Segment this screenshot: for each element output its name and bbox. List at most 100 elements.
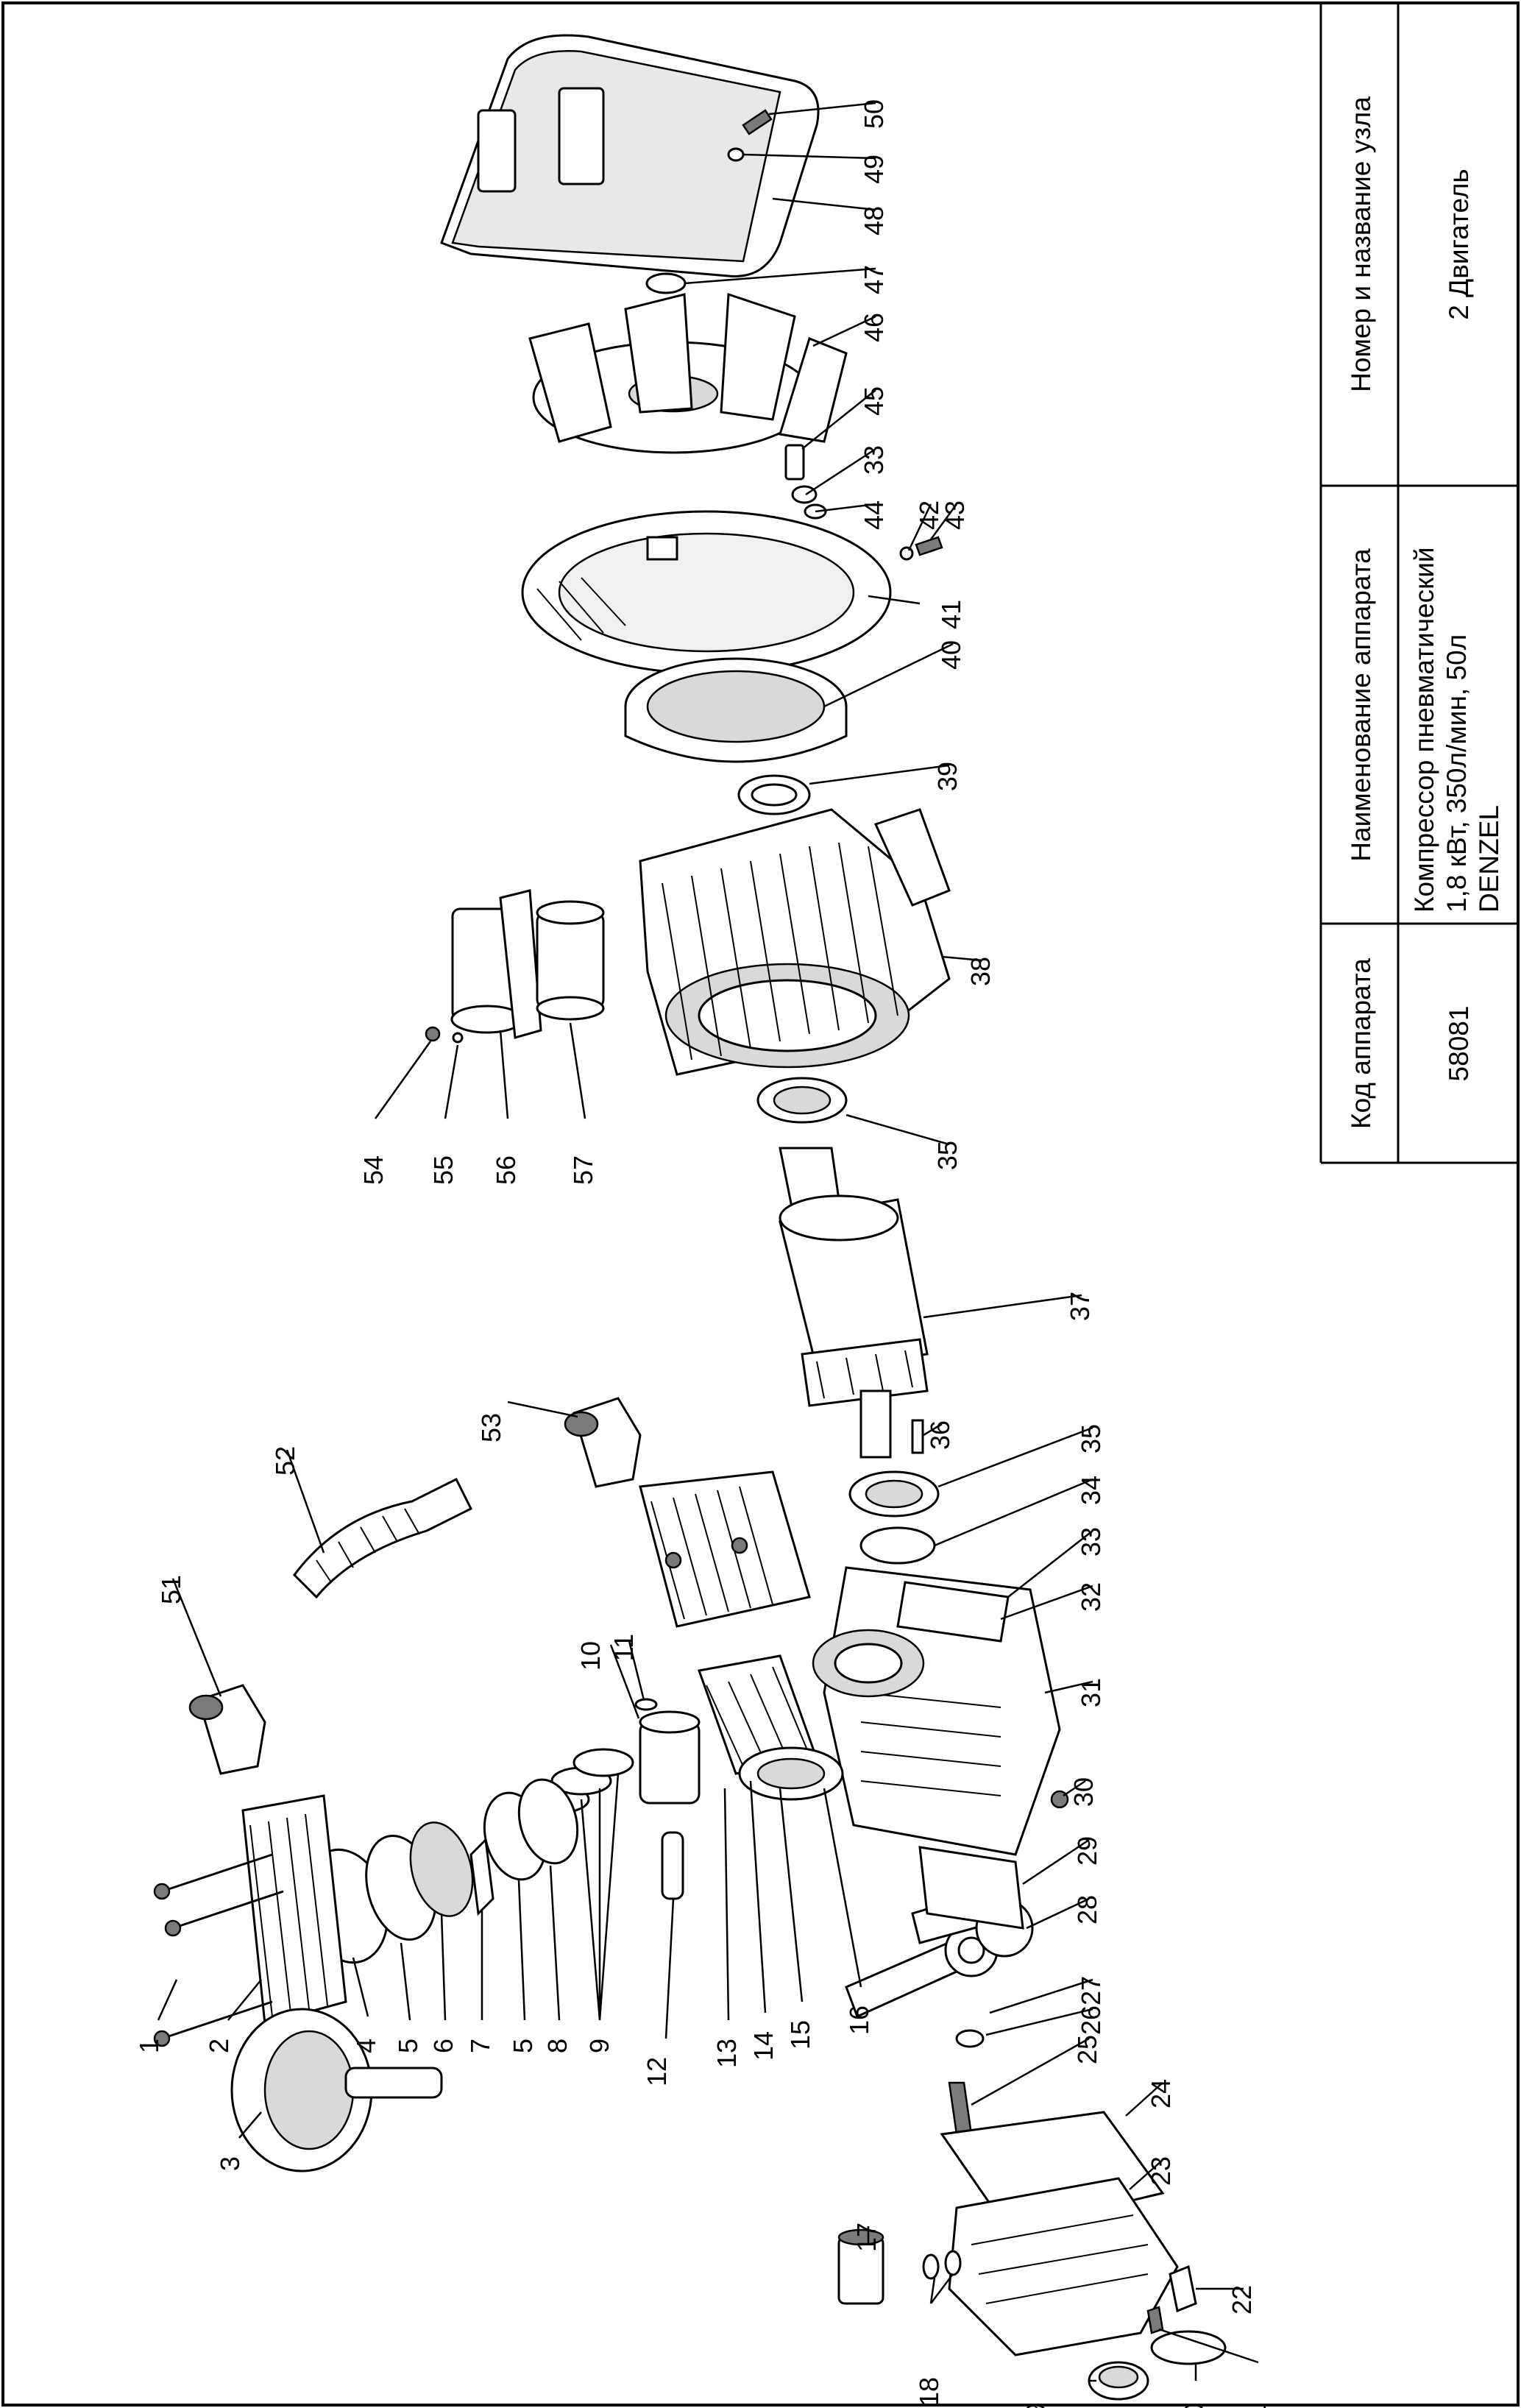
callout-50: 50 xyxy=(859,99,889,129)
callout-6: 6 xyxy=(428,2039,458,2053)
callout-18: 18 xyxy=(914,2377,944,2407)
bearing-35-front xyxy=(848,1470,940,1518)
o-ring-18a xyxy=(922,2253,940,2280)
callout-29: 29 xyxy=(1072,1836,1102,1866)
callout-55: 55 xyxy=(428,1155,458,1185)
screw-50 xyxy=(742,109,773,135)
head-bolts-1 xyxy=(153,1853,284,2047)
callout-32: 32 xyxy=(1076,1582,1106,1612)
callout-56: 56 xyxy=(491,1155,521,1185)
air-filter xyxy=(230,2008,443,2172)
bearing-housing xyxy=(624,657,848,763)
callout-23: 23 xyxy=(1146,2156,1176,2186)
callout-38: 38 xyxy=(965,957,996,986)
callout-49: 49 xyxy=(859,155,889,184)
gasket-32 xyxy=(896,1581,1010,1643)
screw-54 xyxy=(425,1026,441,1042)
callout-34: 34 xyxy=(1076,1476,1106,1505)
callout-33a: 33 xyxy=(1076,1527,1106,1557)
callout-44: 44 xyxy=(859,500,889,530)
elbow-fitting-51 xyxy=(188,1684,266,1775)
sight-glass-22 xyxy=(1169,2264,1197,2313)
pin-12 xyxy=(661,1831,684,1900)
callout-52: 52 xyxy=(270,1446,300,1476)
piston-10 xyxy=(639,1710,701,1805)
washer-49 xyxy=(727,147,745,162)
callout-12: 12 xyxy=(642,2057,672,2086)
callout-46: 46 xyxy=(859,313,889,342)
header-code: Код аппарата xyxy=(1346,958,1376,1129)
cylinder-head-left xyxy=(241,1794,347,2025)
crankcase-cover-23 xyxy=(948,2177,1179,2356)
callout-31: 31 xyxy=(1076,1678,1106,1707)
callout-2: 2 xyxy=(204,2039,234,2053)
header-name: Наименование аппарата xyxy=(1346,548,1376,862)
callout-11: 11 xyxy=(609,1634,639,1661)
screw-43 xyxy=(915,536,943,556)
circlip-11 xyxy=(634,1698,658,1711)
impeller-fan xyxy=(528,292,848,454)
callout-4: 4 xyxy=(351,2039,381,2053)
washer-33b xyxy=(791,485,818,504)
valve-plates xyxy=(302,1778,579,1964)
o-ring-18b xyxy=(944,2250,962,2276)
name-value-line3: DENZEL xyxy=(1474,805,1504,913)
key-45 xyxy=(784,444,805,481)
callout-57: 57 xyxy=(568,1155,598,1185)
leader-lines xyxy=(157,102,1259,2382)
callout-51: 51 xyxy=(156,1575,186,1604)
header-unit: Номер и название узла xyxy=(1346,96,1376,392)
title-block: Номер и название узла Наименование аппар… xyxy=(1319,3,1518,1164)
code-value: 58081 xyxy=(1444,1006,1474,1082)
capacitor-56 xyxy=(450,889,542,1039)
capacitor-57 xyxy=(536,900,605,1021)
callout-1: 1 xyxy=(134,2039,164,2053)
callout-48: 48 xyxy=(859,206,889,236)
callout-35a: 35 xyxy=(1076,1424,1106,1453)
cylinder-barrels xyxy=(697,1654,844,1801)
key-36 xyxy=(911,1419,924,1454)
callout-5a: 5 xyxy=(393,2039,423,2053)
callout-54: 54 xyxy=(358,1155,389,1185)
callout-16: 16 xyxy=(844,2005,874,2035)
callout-3: 3 xyxy=(215,2156,245,2171)
callout-25: 25 xyxy=(1072,2035,1102,2064)
callout-47: 47 xyxy=(859,265,889,294)
fan-cover xyxy=(440,34,820,277)
end-bracket xyxy=(521,510,892,675)
callout-42: 42 xyxy=(914,500,944,530)
callout-26: 26 xyxy=(1076,2005,1106,2035)
callout-39: 39 xyxy=(932,762,962,791)
callout-19: 19 xyxy=(1021,2403,1051,2408)
callout-28: 28 xyxy=(1072,1895,1102,1924)
callout-17: 17 xyxy=(851,2223,882,2252)
wave-washer-39-inner xyxy=(751,783,798,807)
parts-drawing xyxy=(153,34,1227,2401)
callout-30: 30 xyxy=(1068,1777,1099,1807)
screw-25 xyxy=(948,2081,973,2136)
elbow-fitting-53 xyxy=(564,1397,642,1488)
washer-26 xyxy=(955,2029,985,2048)
washer-42 xyxy=(899,546,914,561)
washer-20 xyxy=(1150,2330,1227,2365)
cylinder-head-right xyxy=(639,1470,811,1628)
callout-21: 21 xyxy=(1241,2403,1272,2408)
callout-37: 37 xyxy=(1065,1292,1095,1321)
callout-14: 14 xyxy=(748,2031,779,2061)
callout-numbers: 1 2 3 4 5 6 7 5 8 9 10 11 12 13 14 15 16… xyxy=(134,99,1272,2408)
callout-40: 40 xyxy=(936,640,966,670)
unit-value: 2 Двигатель xyxy=(1444,169,1474,319)
name-value-line1: Компрессор пневматический xyxy=(1409,547,1439,913)
plug-19 xyxy=(1088,2361,1149,2401)
callout-20: 20 xyxy=(1179,2403,1209,2408)
callout-7: 7 xyxy=(465,2039,495,2053)
callout-41: 41 xyxy=(936,600,966,629)
bearing-35-rear xyxy=(756,1077,848,1124)
bracket-29 xyxy=(918,1846,1024,1930)
seal-34 xyxy=(859,1526,936,1565)
callout-24: 24 xyxy=(1146,2079,1176,2108)
callout-8: 8 xyxy=(542,2039,572,2053)
callout-35b: 35 xyxy=(932,1141,962,1170)
callout-10: 10 xyxy=(575,1641,606,1671)
